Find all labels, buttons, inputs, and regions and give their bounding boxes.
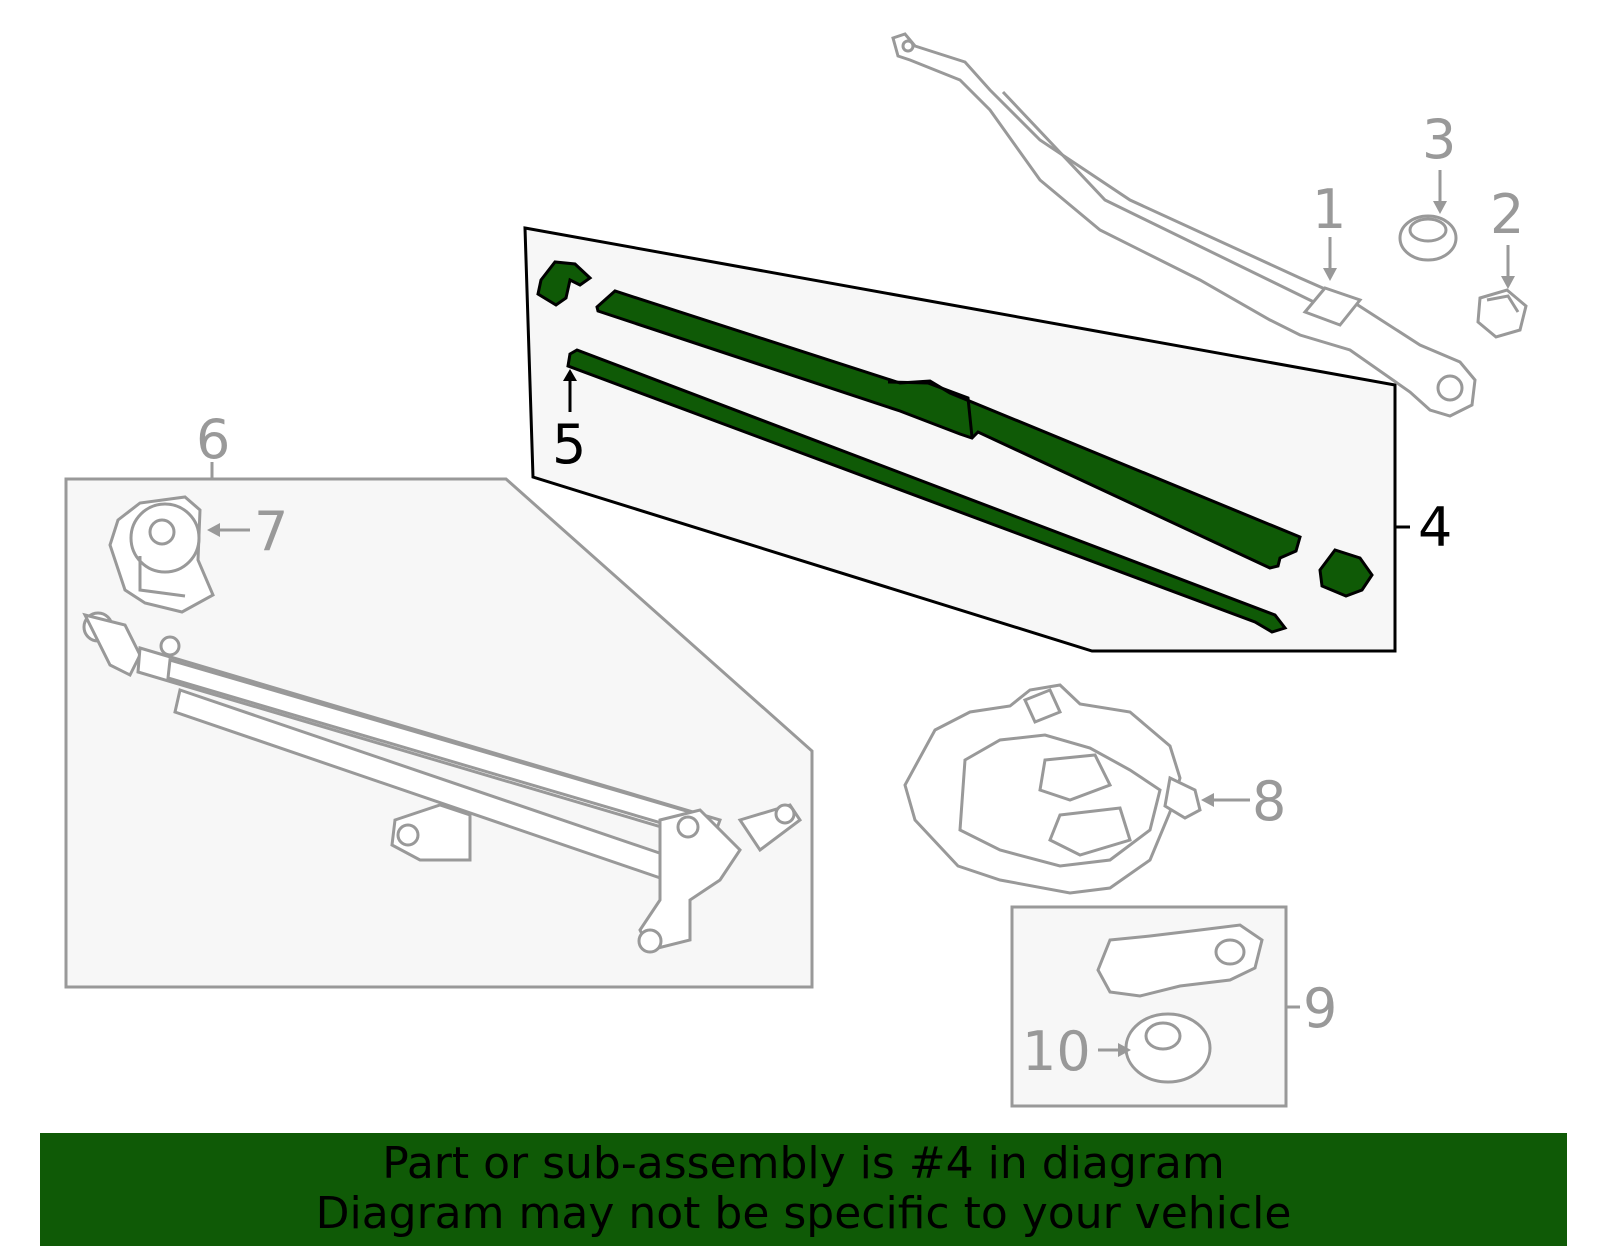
cowl-seal-part[interactable] <box>1096 923 1264 998</box>
blade-end-cap-left[interactable] <box>536 260 593 307</box>
wiper-motor-part[interactable] <box>903 683 1202 895</box>
wiper-linkage-part[interactable] <box>82 611 803 954</box>
callout-5: 5 <box>552 413 586 476</box>
info-banner: Part or sub-assembly is #4 in diagram Di… <box>40 1133 1567 1246</box>
callout-7: 7 <box>254 500 288 563</box>
banner-line-2: Diagram may not be specific to your vehi… <box>315 1188 1292 1239</box>
blade-end-cap-right[interactable] <box>1318 548 1374 598</box>
callout-6: 6 <box>196 408 230 471</box>
callout-4: 4 <box>1418 496 1452 559</box>
wiper-arm-part[interactable] <box>891 32 1477 418</box>
pivot-cap-part[interactable] <box>108 495 215 614</box>
blade-refill-part[interactable] <box>563 348 1288 634</box>
callout-10: 10 <box>1022 1020 1091 1083</box>
callout-9: 9 <box>1303 977 1337 1040</box>
nut-part[interactable] <box>1476 288 1528 339</box>
callout-2: 2 <box>1490 183 1524 246</box>
wiper-blade-part[interactable] <box>595 289 1302 570</box>
banner-line-1: Part or sub-assembly is #4 in diagram <box>382 1138 1225 1189</box>
nut-cap-part[interactable] <box>1398 214 1458 262</box>
callout-1: 1 <box>1312 178 1346 241</box>
callout-8: 8 <box>1252 770 1286 833</box>
leader-arrows <box>207 170 1515 1057</box>
callout-3: 3 <box>1422 108 1456 171</box>
grommet-part[interactable] <box>1124 1012 1212 1084</box>
